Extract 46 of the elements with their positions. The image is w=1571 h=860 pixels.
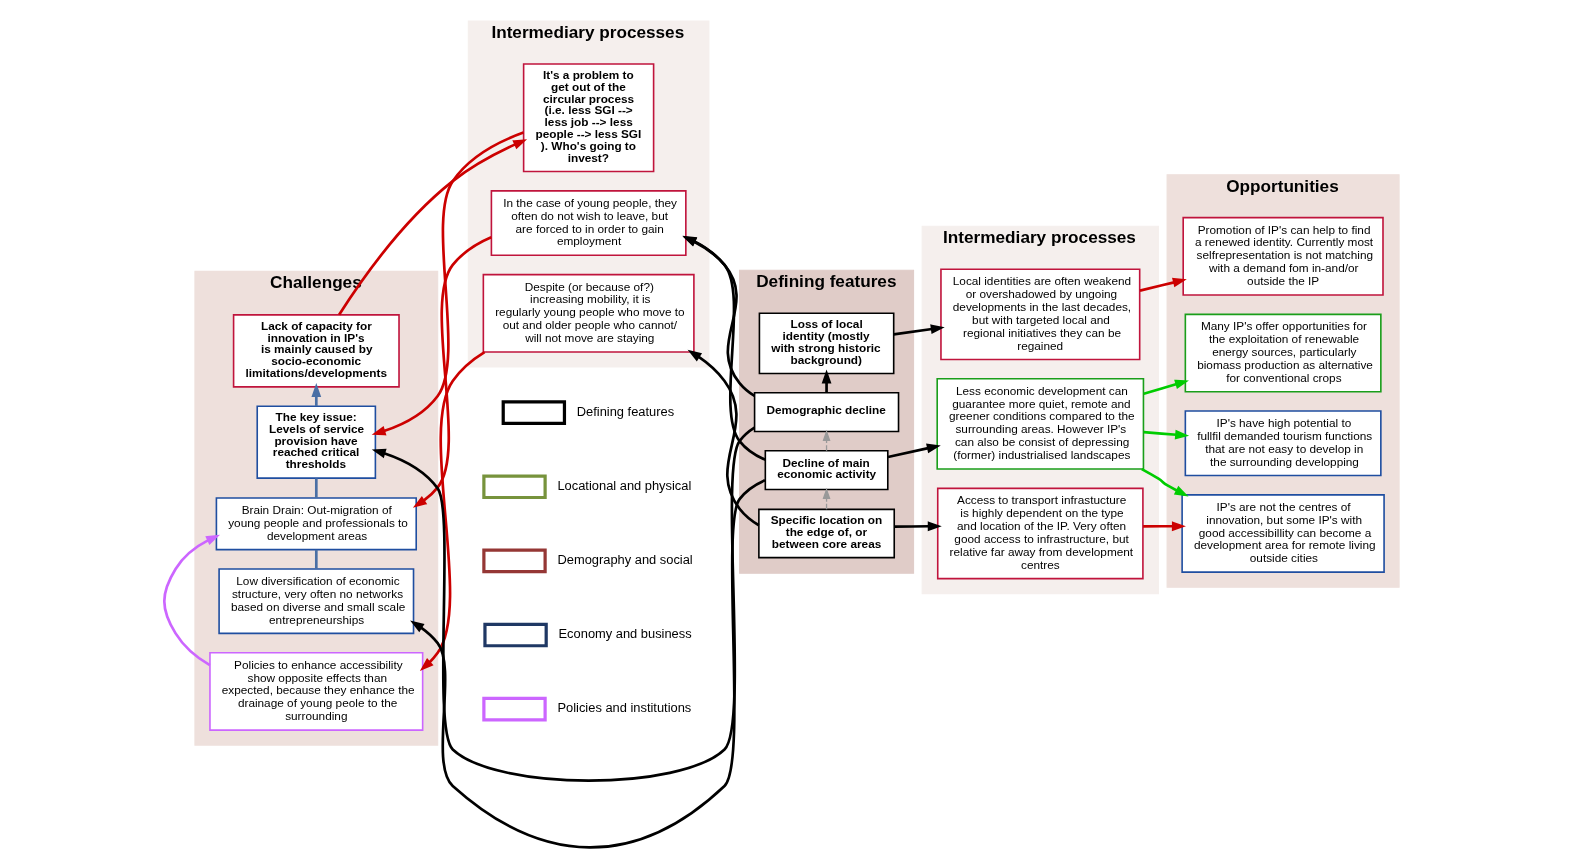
node-box: Many IP's offer opportunities for the exploitation of renewable energy sources, particularly biomass production as alternative for conventional crops — [1184, 313, 1382, 393]
arrow — [371, 131, 524, 436]
node-box: Despite (or because of?) increasing mobility, it is regularly young people who move to out and older people who cannot/ will not move are staying — [482, 273, 695, 353]
legend-label: Policies and institutions — [556, 700, 691, 716]
node-box: Less economic development can guarantee more quiet, remote and greener conditions compared to the surrounding areas. However IP's can also be consist of depressing (former) industrialised landscapes — [935, 378, 1144, 470]
node-box: Local identities are often weakend or overshadowed by ungoing developments in the last decades, but with targeted local and regional initiatives they can be regained — [939, 268, 1140, 361]
arrow — [409, 479, 766, 849]
node-box: Policies to enhance accessibility show opposite effects than expected, because they enhance the drainage of young peole to the surrounding — [208, 651, 423, 731]
arrow — [893, 324, 945, 336]
arrow — [371, 426, 755, 782]
node-box: IP's have high potential to fullfil demanded tourism functions that are not easy to develop in the surrounding developping — [1184, 410, 1382, 477]
arrow — [412, 235, 492, 508]
node-box: Promotion of IP's can help to find a renewed identity. Currently most selfrepresentation is not matching with a demand fom in-and/or outside the IP — [1181, 216, 1384, 296]
node-box: Demographic decline — [753, 391, 899, 433]
node-box: Decline of main economic activity — [764, 449, 889, 491]
arrow — [1143, 429, 1189, 440]
node-box: Lack of capacity for innovation in IP's is mainly caused by socio-economic limitations/developments — [232, 314, 400, 388]
node-box: IP's are not the centres of innovation, but some IP's with good accessibillity can become a development area for remote living outside cities — [1180, 494, 1385, 573]
arrow — [419, 351, 485, 671]
legend-label: Defining features — [576, 403, 674, 419]
node-box: The key issue: Levels of service provision have reached critical thresholds — [255, 405, 376, 479]
node-box: It's a problem to get out of the circular process (i.e. less SGI --> less job --> less people --> less SGI ). Who's going to invest? — [522, 63, 654, 173]
arrow — [1142, 379, 1189, 396]
node-box: Low diversification of economic structure, very often no networks based on diverse and small scale entrepreneurships — [217, 568, 414, 635]
arrow — [822, 487, 830, 510]
legend-label: Locational and physical — [556, 478, 691, 494]
legend-label: Economy and business — [558, 626, 692, 642]
node-box: Loss of local identity (mostly with strong historic background) — [758, 312, 894, 375]
connector — [314, 549, 318, 569]
arrow — [162, 534, 220, 667]
arrow — [822, 429, 830, 452]
node-box: Access to transport infrastucture is highly dependent on the type and location of the IP. Very often good access to infrastructure, but relative far away from development centres — [936, 487, 1144, 580]
arrow — [1139, 277, 1187, 292]
arrow — [1142, 521, 1186, 532]
arrow — [887, 443, 941, 459]
connector — [314, 478, 318, 498]
node-box: Specific location on the edge of, or between core areas — [757, 508, 895, 559]
arrow — [1140, 468, 1189, 497]
arrow — [687, 349, 760, 527]
legend-label: Demography and social — [556, 552, 693, 568]
node-box: In the case of young people, they often do not wish to leave, but are forced to in order to gain employment — [490, 190, 687, 257]
arrow — [310, 383, 321, 407]
arrow — [821, 369, 831, 393]
arrow — [893, 521, 942, 532]
arrow — [337, 139, 527, 316]
node-box: Brain Drain: Out-migration of young people and professionals to development areas — [215, 497, 417, 551]
